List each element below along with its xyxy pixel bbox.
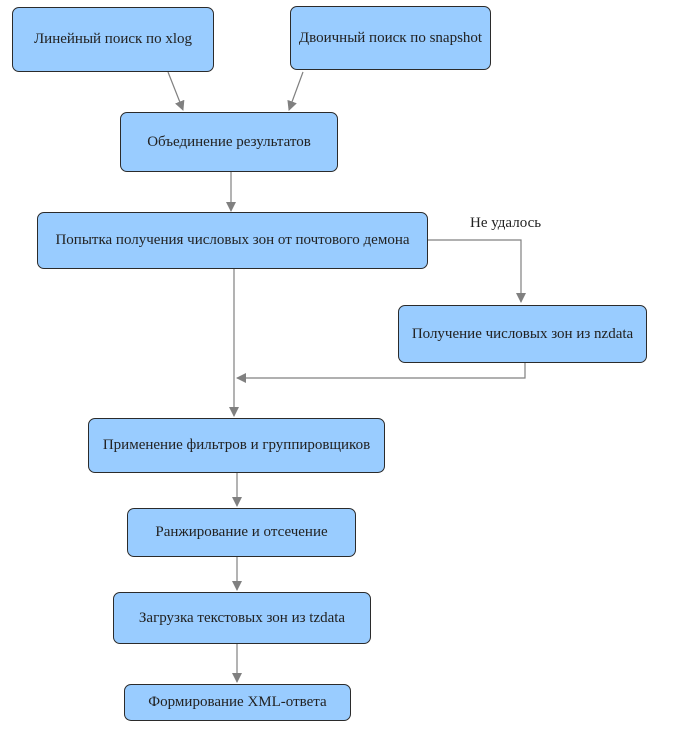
node-build-xml: Формирование XML-ответа	[124, 684, 351, 721]
node-apply-filters: Применение фильтров и группировщиков	[88, 418, 385, 473]
node-fetch-from-nzdata: Получение числовых зон из nzdata	[398, 305, 647, 363]
edge-label-failed: Не удалось	[470, 215, 542, 231]
node-linear-search: Линейный поиск по xlog	[12, 7, 214, 72]
edge-binary-to-merge	[287, 71, 304, 111]
node-ranking: Ранжирование и отсечение	[127, 508, 356, 557]
edge-daemon-to-nzdata	[428, 239, 526, 303]
node-fetch-from-daemon: Попытка получения числовых зон от почтов…	[37, 212, 428, 269]
edge-linear-to-merge	[167, 71, 185, 111]
edge-nzdata-to-join	[236, 363, 526, 383]
node-binary-search: Двоичный поиск по snapshot	[290, 6, 491, 70]
node-merge-results: Объединение результатов	[120, 112, 338, 172]
node-load-text-zones: Загрузка текстовых зон из tzdata	[113, 592, 371, 644]
